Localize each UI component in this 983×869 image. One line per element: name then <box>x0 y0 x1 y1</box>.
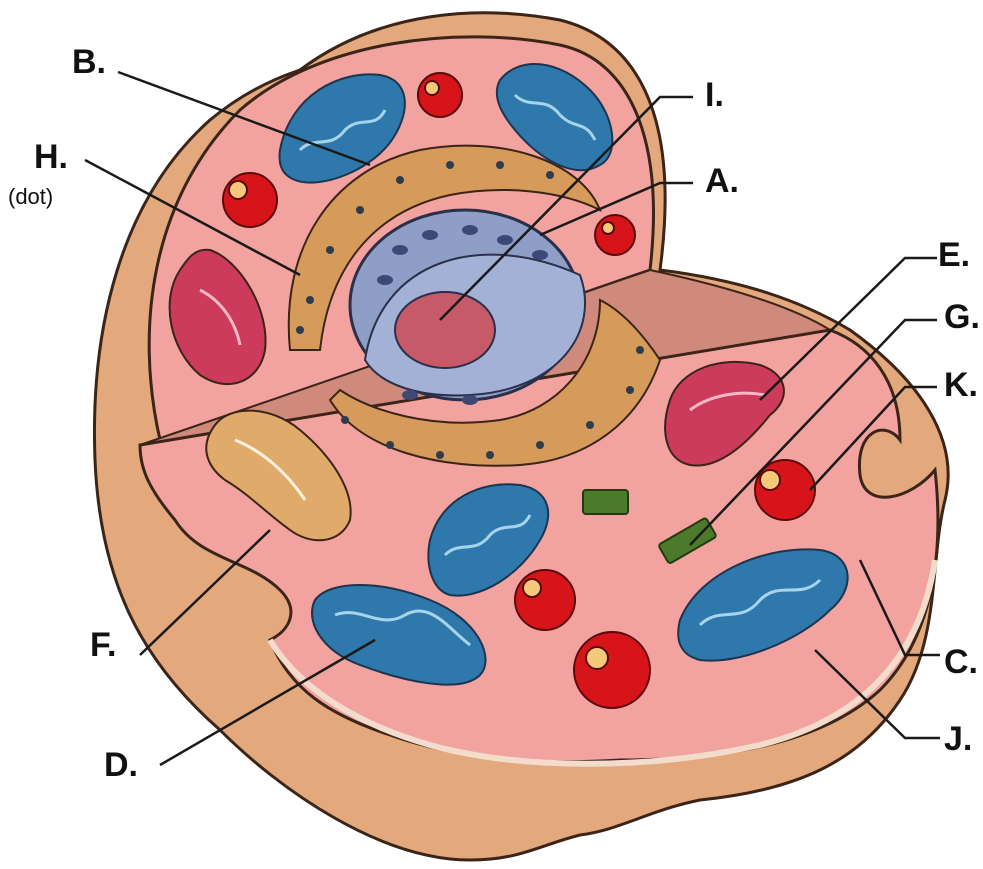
label-K: K. <box>944 368 978 402</box>
label-C: C. <box>944 645 978 679</box>
nucleolus <box>395 292 495 368</box>
label-H-note: (dot) <box>8 186 53 208</box>
label-D: D. <box>104 748 138 782</box>
label-H: H. <box>34 140 68 174</box>
label-I: I. <box>705 78 724 112</box>
label-E: E. <box>938 238 970 272</box>
label-J: J. <box>944 722 972 756</box>
label-B: B. <box>72 45 106 79</box>
label-G: G. <box>944 300 980 334</box>
label-F: F. <box>90 628 116 662</box>
label-A: A. <box>705 164 739 198</box>
